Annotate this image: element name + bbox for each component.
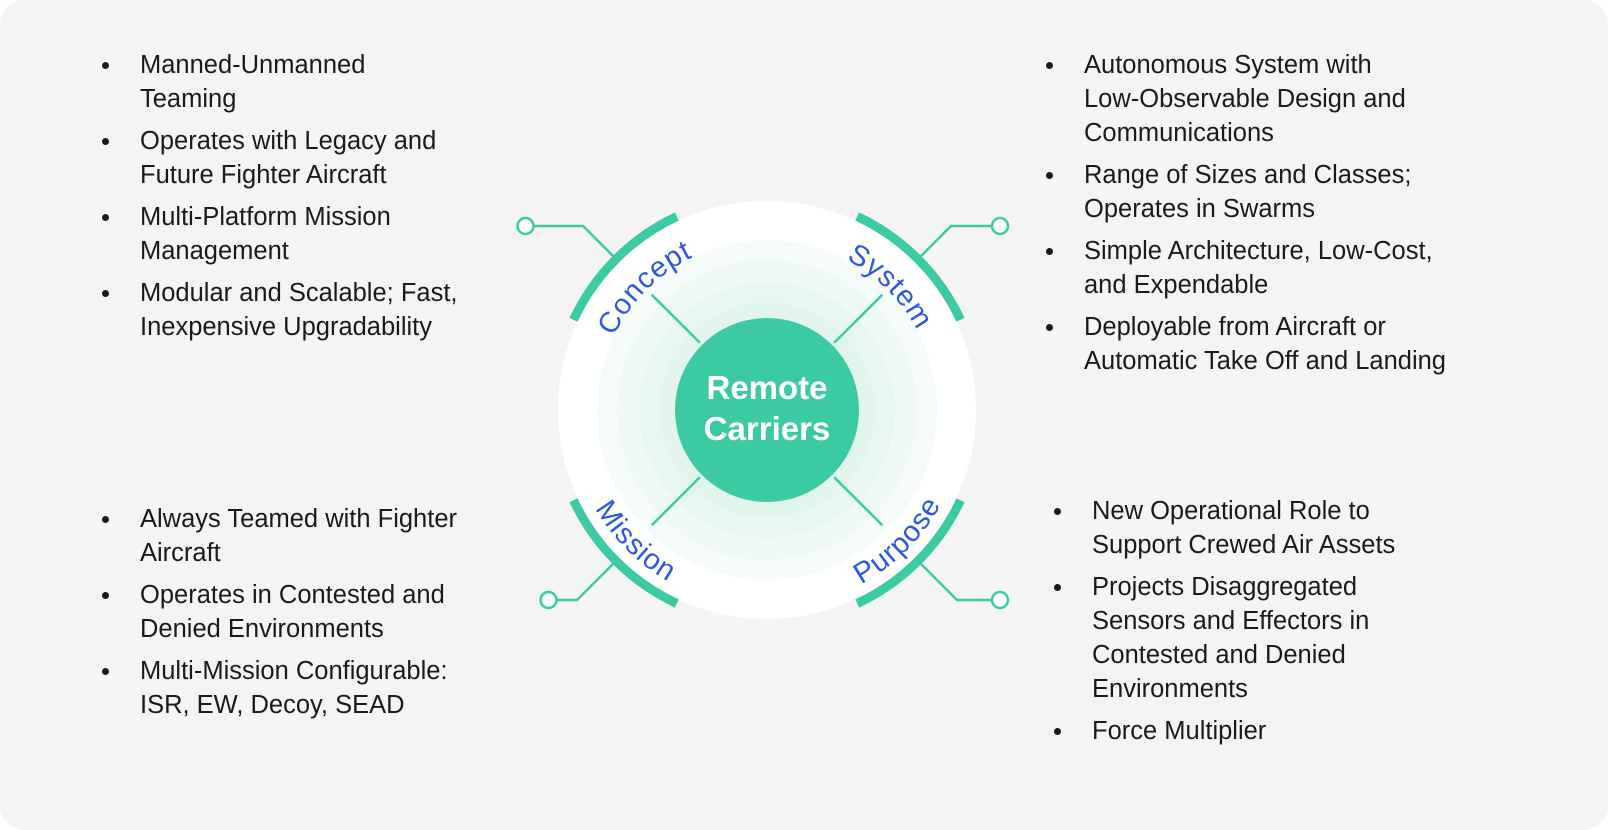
bullet-dot <box>102 137 109 145</box>
list-item: Autonomous System with Low-Observable De… <box>1044 48 1514 150</box>
center-title-line-2: Carriers <box>704 410 831 447</box>
concept-bullet-list: Manned-Unmanned Teaming Operates with Le… <box>100 48 530 352</box>
center-title-line-1: Remote <box>706 369 827 406</box>
bullet-dot <box>1046 247 1053 255</box>
system-spoke-line <box>833 293 884 344</box>
bullet-dot <box>1046 171 1053 179</box>
bullet-dot <box>102 289 109 297</box>
bullet-dot <box>1054 583 1061 591</box>
center-circle <box>675 318 859 502</box>
concept-node-circle <box>516 216 535 236</box>
list-item-text: Projects Disaggregated Sensors and Effec… <box>1092 573 1370 703</box>
bullet-list: New Operational Role to Support Crewed A… <box>1052 494 1472 748</box>
bullet-dot <box>1054 507 1061 515</box>
list-item: Range of Sizes and Classes; Operates in … <box>1044 158 1514 226</box>
purpose-arc <box>855 498 965 608</box>
bullet-dot <box>1046 61 1053 69</box>
list-item: Projects Disaggregated Sensors and Effec… <box>1052 570 1472 706</box>
mission-bullet-list: Always Teamed with Fighter Aircraft Oper… <box>100 502 530 730</box>
radial-diagram: Concept System Mission Purpose Remote Ca… <box>516 201 1010 619</box>
concept-connector-line <box>533 224 614 257</box>
bullet-dot <box>102 213 109 221</box>
list-item-text: Simple Architecture, Low-Cost, and Expen… <box>1084 237 1433 299</box>
mission-connector-line <box>556 563 614 602</box>
list-item: Operates with Legacy and Future Fighter … <box>100 124 530 192</box>
mission-node-circle <box>539 590 558 610</box>
mission-arc <box>569 498 679 608</box>
bullet-dot <box>1054 727 1061 735</box>
list-item: New Operational Role to Support Crewed A… <box>1052 494 1472 562</box>
bullet-dot <box>1046 323 1053 331</box>
list-item-text: Operates with Legacy and Future Fighter … <box>140 127 437 189</box>
list-item-text: Multi-Mission Configurable: ISR, EW, Dec… <box>140 657 448 719</box>
list-item-text: Multi-Platform Mission Management <box>140 203 391 265</box>
system-arc <box>855 212 965 322</box>
bullet-dot <box>102 515 109 523</box>
list-item-text: Deployable from Aircraft or Automatic Ta… <box>1084 313 1446 375</box>
bullet-dot <box>102 61 109 69</box>
system-node-circle <box>990 216 1010 236</box>
list-item: Force Multiplier <box>1052 714 1472 748</box>
bullet-dot <box>102 591 109 599</box>
purpose-bullet-list: New Operational Role to Support Crewed A… <box>1052 494 1472 756</box>
mission-spoke-line <box>650 476 701 527</box>
purpose-node-circle <box>990 590 1010 610</box>
list-item: Multi-Platform Mission Management <box>100 200 530 268</box>
list-item-text: Operates in Contested and Denied Environ… <box>140 581 445 643</box>
list-item-text: Range of Sizes and Classes; Operates in … <box>1084 161 1412 223</box>
bullet-list: Always Teamed with Fighter Aircraft Oper… <box>100 502 530 722</box>
concept-spoke-line <box>650 293 701 344</box>
list-item-text: Force Multiplier <box>1092 717 1267 745</box>
purpose-connector-line <box>920 563 992 602</box>
list-item: Simple Architecture, Low-Cost, and Expen… <box>1044 234 1514 302</box>
bullet-list: Manned-Unmanned Teaming Operates with Le… <box>100 48 530 344</box>
bullet-list: Autonomous System with Low-Observable De… <box>1044 48 1514 378</box>
system-connector-line <box>920 224 992 257</box>
list-item: Deployable from Aircraft or Automatic Ta… <box>1044 310 1514 378</box>
list-item-text: Manned-Unmanned Teaming <box>140 51 366 113</box>
list-item-text: Always Teamed with Fighter Aircraft <box>140 505 457 567</box>
bullet-dot <box>102 667 109 675</box>
concept-arc <box>569 212 679 322</box>
purpose-spoke-line <box>833 476 884 527</box>
list-item-text: New Operational Role to Support Crewed A… <box>1092 497 1396 559</box>
list-item-text: Autonomous System with Low-Observable De… <box>1084 51 1406 147</box>
list-item: Multi-Mission Configurable: ISR, EW, Dec… <box>100 654 530 722</box>
list-item: Manned-Unmanned Teaming <box>100 48 530 116</box>
list-item-text: Modular and Scalable; Fast, Inexpensive … <box>140 279 458 341</box>
list-item: Modular and Scalable; Fast, Inexpensive … <box>100 276 530 344</box>
list-item: Always Teamed with Fighter Aircraft <box>100 502 530 570</box>
list-item: Operates in Contested and Denied Environ… <box>100 578 530 646</box>
system-bullet-list: Autonomous System with Low-Observable De… <box>1044 48 1514 386</box>
